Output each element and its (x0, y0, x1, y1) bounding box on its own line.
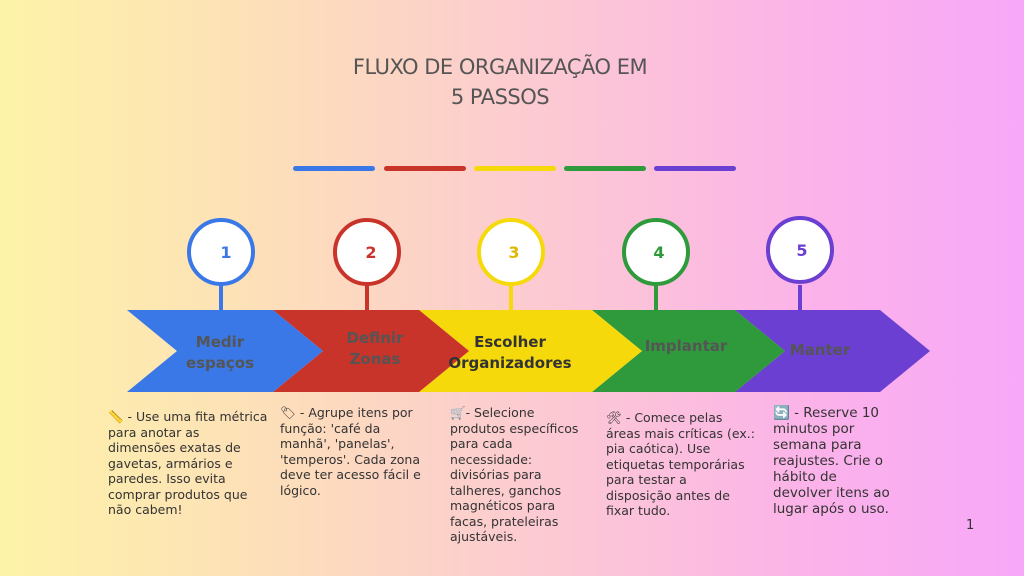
circle-step-5 (766, 216, 834, 284)
circle-step-4 (622, 218, 690, 286)
title-line-2: 5 PASSOS (450, 85, 550, 109)
label-step-5-line-1: Manter (789, 341, 851, 359)
description-step-4: 🛠 - Comece pelas áreas mais críticas (ex… (606, 410, 755, 518)
page-number: 1 (966, 518, 975, 533)
title-line-1: FLUXO DE ORGANIZAÇÃO EM (352, 55, 648, 79)
chevron-step-1 (127, 310, 323, 392)
number-step-1: 1 (220, 243, 231, 262)
color-bar-red (384, 166, 466, 171)
label-step-3: Escolher Organizadores (435, 332, 585, 374)
circle-step-1 (187, 218, 255, 286)
label-step-4-line-1: Implantar (644, 337, 728, 355)
chevron-step-2 (273, 310, 469, 392)
color-bar-green (564, 166, 646, 171)
label-step-3-line-2: Organizadores (448, 354, 572, 372)
description-step-3: 🛒- Selecione produtos específicos para c… (450, 405, 579, 544)
color-bar-blue (293, 166, 375, 171)
circle-step-3 (477, 218, 545, 286)
label-step-1-line-1: Medir (195, 333, 245, 351)
number-step-2: 2 (365, 243, 376, 262)
chevron-step-5 (735, 310, 930, 392)
number-step-4: 4 (653, 243, 664, 262)
color-bar-yellow (474, 166, 556, 171)
chevron-step-4 (592, 310, 785, 392)
label-step-5: Manter (745, 340, 895, 361)
label-step-1-line-2: espaços (185, 354, 255, 372)
color-bar-purple (654, 166, 736, 171)
label-step-4: Implantar (611, 336, 761, 357)
description-step-5: 🔄 - Reserve 10 minutos por semana para r… (773, 405, 890, 517)
description-step-2: 🏷 - Agrupe itens por função: 'café da ma… (280, 405, 421, 498)
label-step-1: Medir espaços (145, 332, 295, 374)
label-step-2: Definir Zonas (300, 328, 450, 370)
label-step-2-line-1: Definir (346, 329, 404, 347)
label-step-3-line-1: Escolher (474, 333, 546, 351)
page-title: FLUXO DE ORGANIZAÇÃO EM 5 PASSOS (0, 52, 1000, 112)
circle-step-2 (333, 218, 401, 286)
number-step-3: 3 (508, 243, 519, 262)
description-step-1: 📏 - Use uma fita métrica para anotar as … (108, 409, 268, 517)
label-step-2-line-2: Zonas (349, 350, 401, 368)
number-step-5: 5 (796, 241, 807, 260)
chevron-step-3 (419, 310, 642, 392)
